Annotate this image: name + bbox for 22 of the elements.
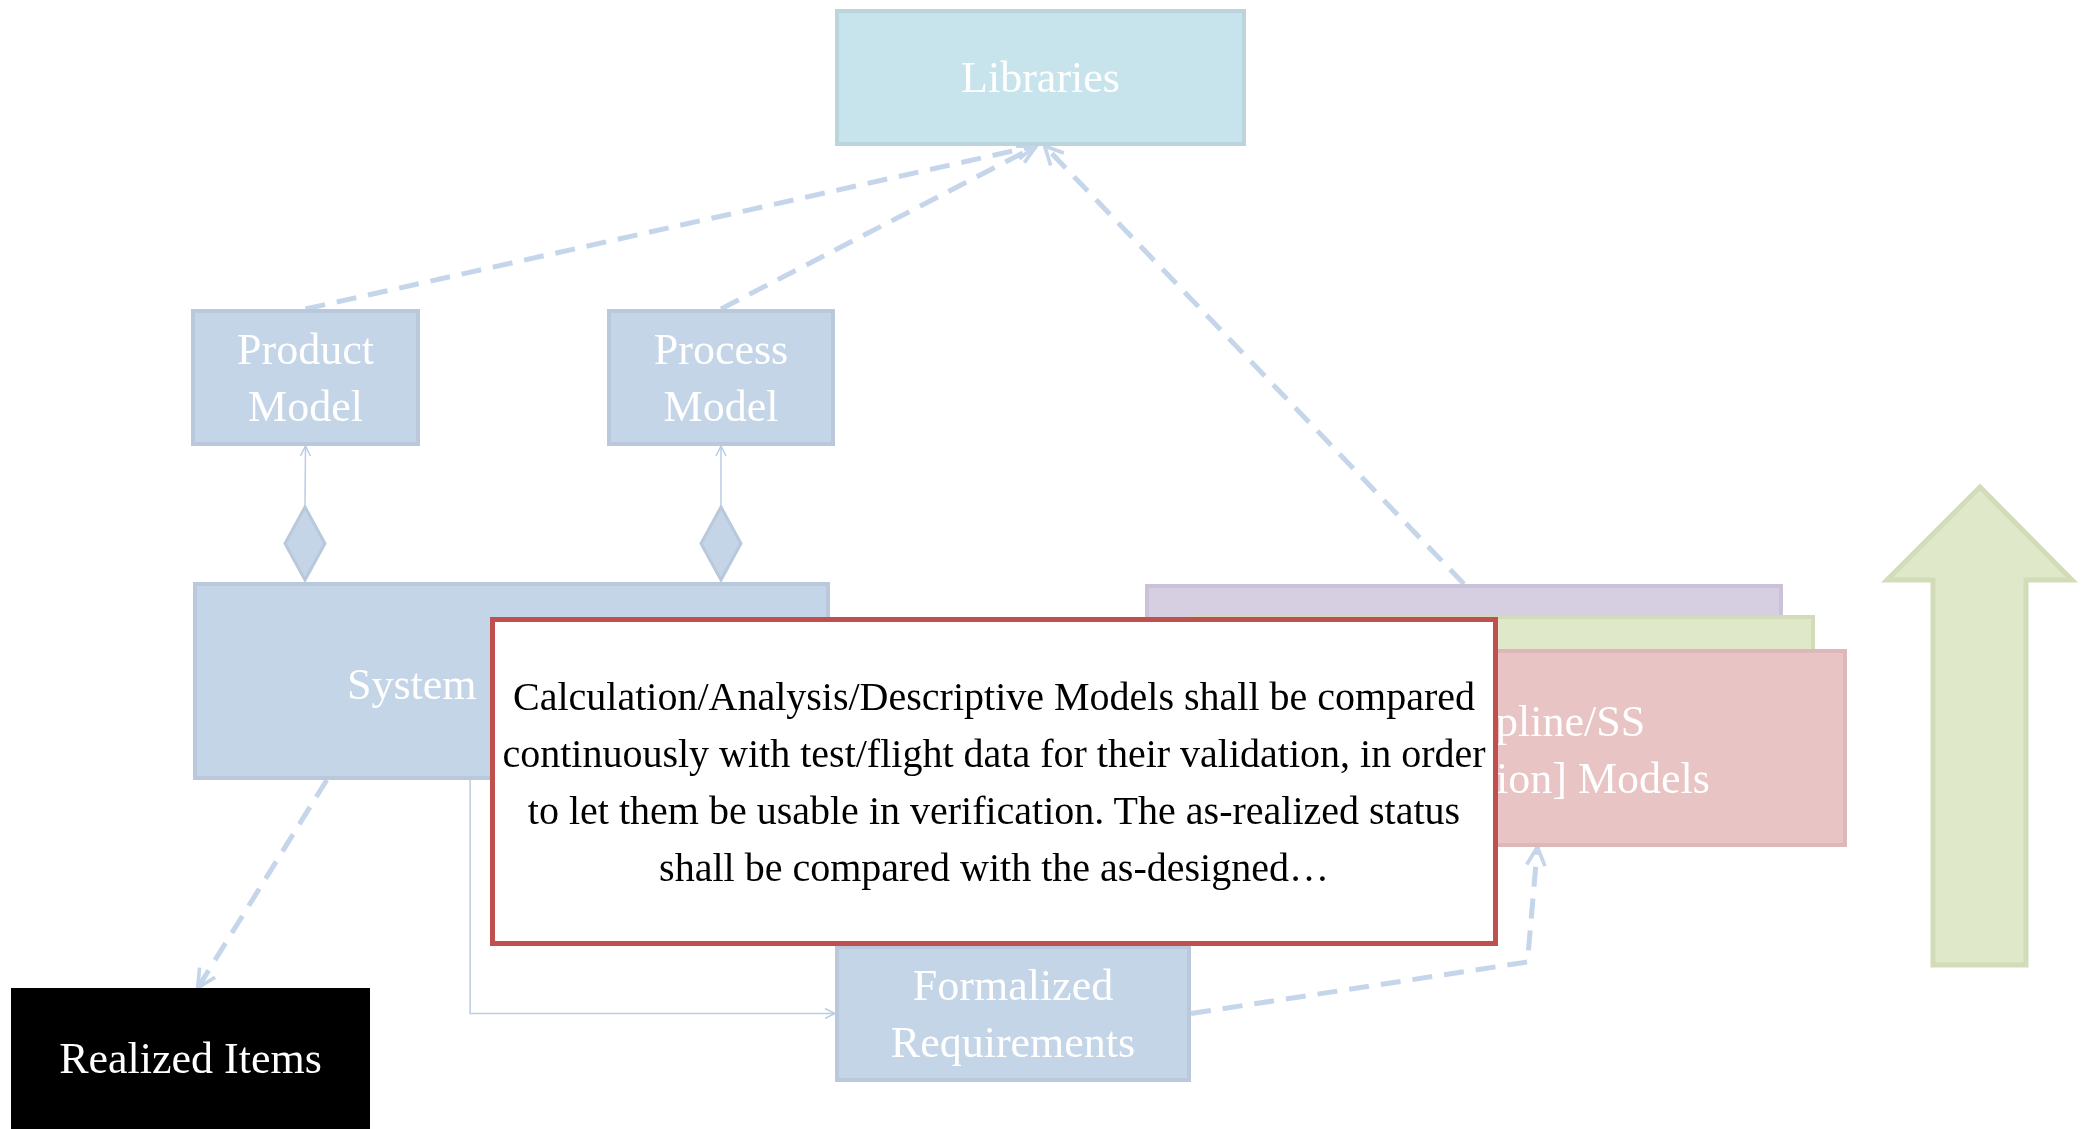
realized-items-box (11, 988, 370, 1129)
node-label: Realized Items (59, 1033, 322, 1085)
aggregation-diamond (283, 505, 327, 582)
node-label: Calculation/Analysis/Descriptive Models shall be compared continuously with test/flight data for their validation, in order to let them be usable in verification. The as-realized status shall be compared with the as-designed… (501, 672, 1487, 892)
arrow (299, 445, 312, 506)
node-label: Libraries (961, 52, 1120, 104)
node-label: Product Model (236, 323, 375, 433)
dashed-arrow (1042, 144, 1466, 586)
node-label: pline/SS ion] Models (1496, 696, 1711, 805)
aggregation-diamond (699, 505, 743, 582)
dashed-arrow (1190, 845, 1547, 1016)
dashed-arrow (195, 778, 329, 990)
library-box (835, 9, 1246, 146)
callout-tooltip (490, 617, 1498, 946)
node-label: System (347, 659, 477, 711)
requirements-box (835, 945, 1191, 1082)
arrow (715, 445, 727, 506)
model-box (191, 309, 420, 446)
node-label: Process Model (652, 323, 790, 433)
arrow (469, 779, 836, 1020)
node-label: Formalized Requirements (889, 959, 1137, 1069)
model-box (607, 309, 835, 446)
